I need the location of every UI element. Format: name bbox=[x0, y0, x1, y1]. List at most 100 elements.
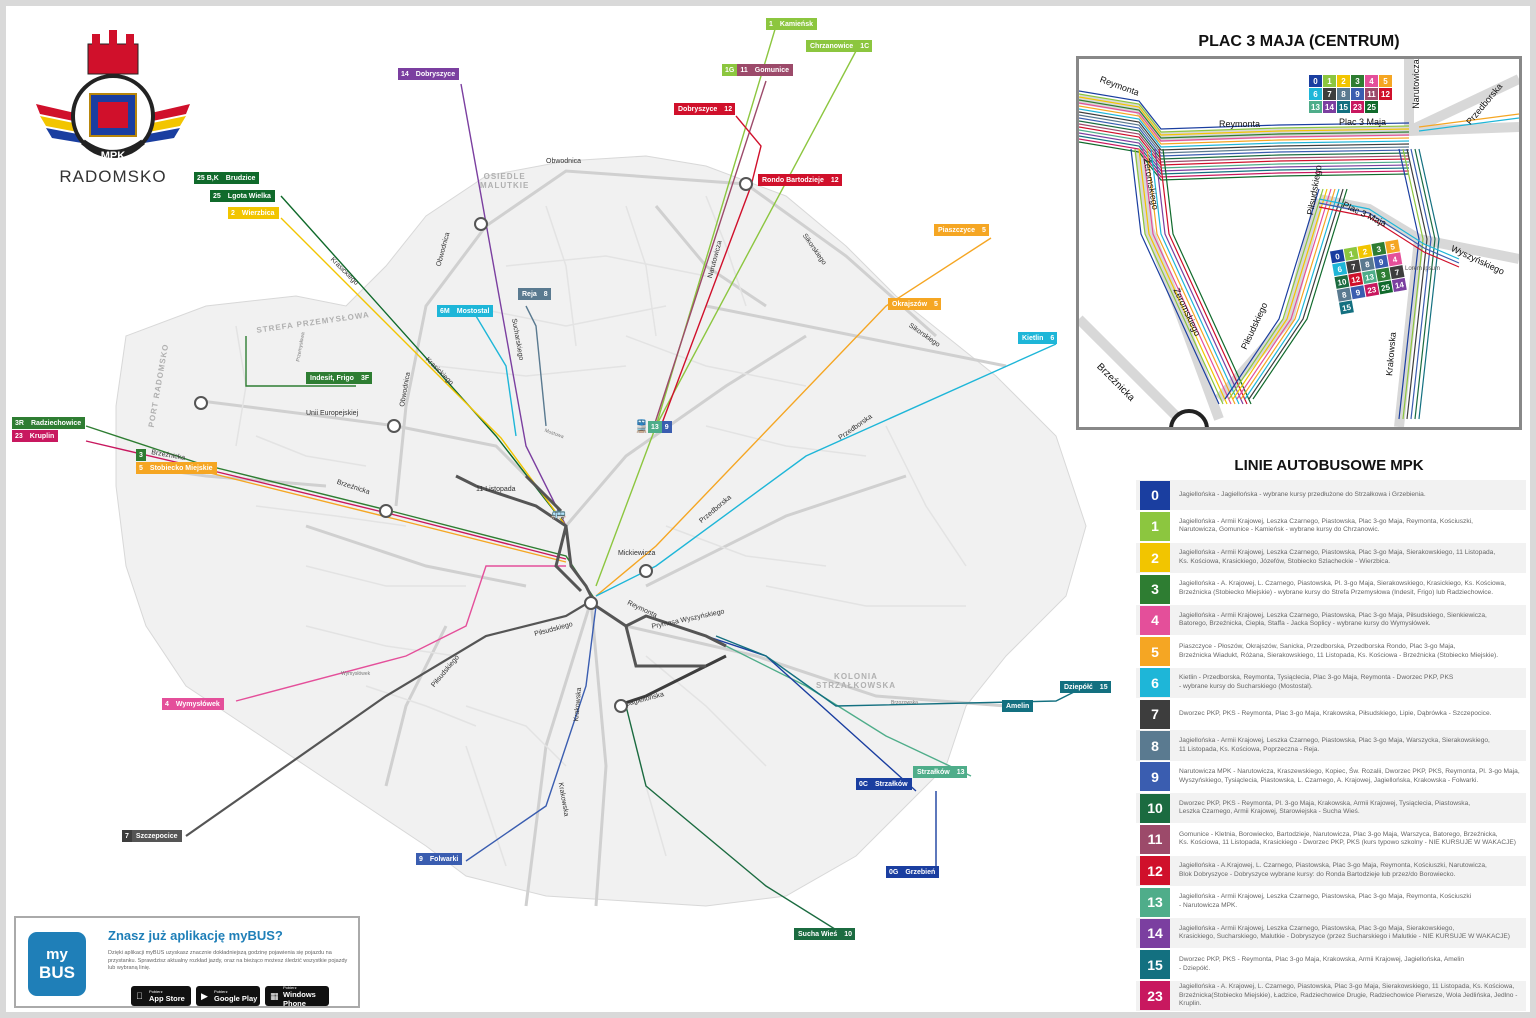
inset-line-badge: 3 bbox=[1351, 75, 1364, 87]
inset-line-badge: 1 bbox=[1343, 246, 1359, 261]
line-route-description: Piaszczyce - Płoszów, Okrajszów, Sanicka… bbox=[1179, 643, 1499, 659]
plac-3-maja-inset[interactable]: Reymonta Reymonta Plac 3 Maja Plac 3 Maj… bbox=[1076, 56, 1522, 430]
line-badge: 13 bbox=[1140, 887, 1170, 917]
inset-line-badge: 7 bbox=[1389, 265, 1405, 280]
street-brzozowska: Brzozowska bbox=[891, 700, 918, 706]
line-route-description: Jagiellońska - Armii Krajowej, Leszka Cz… bbox=[1179, 893, 1472, 909]
street-11-listopada: 11 Listopada bbox=[476, 486, 516, 493]
windows-icon: ▦ bbox=[270, 991, 279, 1001]
inset-line-badge: 3 bbox=[1371, 241, 1387, 257]
line-badge: 4 bbox=[1140, 605, 1170, 635]
area-kolonia-strzalkowska: KOLONIA STRZAŁKOWSKA bbox=[816, 672, 896, 690]
inset-line-badge: 8 bbox=[1336, 287, 1352, 302]
inset-line-badge: 10 bbox=[1334, 274, 1350, 289]
mybus-app-promo: my BUS Znasz już aplikację myBUS? Dzięki… bbox=[14, 916, 360, 1008]
inset-street-plac-3-maja-1: Plac 3 Maja bbox=[1339, 117, 1387, 127]
inset-line-badge: 5 bbox=[1385, 239, 1401, 254]
inset-line-badge: 9 bbox=[1350, 285, 1366, 300]
line-route-description: Jagiellońska - Armii Krajowej, Leszka Cz… bbox=[1179, 736, 1490, 753]
line-badge: 15 bbox=[1140, 950, 1170, 980]
inset-line-badge: 9 bbox=[1351, 88, 1364, 100]
line-route-description: Dworzec PKP, PKS - Reymonta, Plac 3-go M… bbox=[1179, 956, 1464, 972]
legend-row-line-14: 14 Jagiellońska - Armii Krajowej, Leszka … bbox=[1136, 918, 1526, 950]
inset-line-badge: 11 bbox=[1365, 88, 1378, 100]
line-route-description: Kietlin - Przedborska, Reymonta, Tysiącl… bbox=[1179, 674, 1454, 690]
inset-line-badge: 15 bbox=[1338, 300, 1354, 315]
inset-title: PLAC 3 MAJA (CENTRUM) bbox=[1198, 33, 1400, 50]
inset-line-badge: 5 bbox=[1379, 75, 1392, 87]
line-route-description: Dworzec PKP, PKS - Reymonta, Pl. 3-go Ma… bbox=[1179, 799, 1471, 816]
city-map[interactable] bbox=[6, 6, 1530, 1012]
street-mickiewicza: Mickiewicza bbox=[618, 550, 656, 557]
line-badge: 14 bbox=[1140, 918, 1170, 948]
inset-line-badge: 2 bbox=[1337, 75, 1350, 87]
inset-line-badge: 7 bbox=[1323, 88, 1336, 100]
line-route-description: Jagiellońska - A. Krajowej, L. Czarnego,… bbox=[1179, 580, 1506, 597]
inset-line-badge: 3 bbox=[1375, 267, 1391, 282]
line-badge: 5 bbox=[1140, 637, 1170, 667]
inset-line-badge: 13 bbox=[1309, 101, 1322, 113]
line-badge: 2 bbox=[1140, 543, 1170, 573]
inset-line-badge: 14 bbox=[1391, 277, 1407, 292]
line-route-description: Jagiellońska - Armii Krajowej, Leszka Cz… bbox=[1179, 924, 1511, 941]
line-badge: 11 bbox=[1140, 824, 1170, 854]
inset-street-lorem: Lorem Ipsum bbox=[1405, 266, 1441, 272]
line-route-description: Jagiellońska - Armii Krajowej, Leszka Cz… bbox=[1179, 611, 1487, 628]
inset-line-badge: 4 bbox=[1387, 252, 1403, 267]
legend-title: LINIE AUTOBUSOWE MPK bbox=[1234, 457, 1424, 474]
inset-line-badge: 6 bbox=[1332, 262, 1348, 277]
line-badge: 23 bbox=[1140, 981, 1170, 1011]
terminal-amelin[interactable]: Amelin bbox=[1002, 700, 1034, 712]
legend-row-line-4: 4 Jagiellońska - Armii Krajowej, Leszka C… bbox=[1136, 605, 1526, 637]
terminal-line-3[interactable]: 3 bbox=[136, 449, 146, 461]
mybus-logo[interactable]: my BUS bbox=[28, 932, 86, 996]
map-page: MPK RADOMSKO OSIEDLE MALUTKIE STREFA PRZ… bbox=[6, 6, 1530, 1012]
inset-line-badge: 8 bbox=[1337, 88, 1350, 100]
line-badge: 7 bbox=[1140, 699, 1170, 729]
line-route-description: Narutowicza MPK - Narutowicza, Kraszewsk… bbox=[1179, 768, 1520, 784]
legend-row-line-5: 5 Piaszczyce - Płoszów, Okrajszów, Sanick… bbox=[1136, 636, 1526, 668]
line-route-description: Jagiellońska - Jagiellońska - wybrane ku… bbox=[1179, 490, 1426, 498]
inset-line-badge: 12 bbox=[1379, 88, 1392, 100]
area-osiedle-malutkie: OSIEDLE MALUTKIE bbox=[480, 172, 530, 190]
